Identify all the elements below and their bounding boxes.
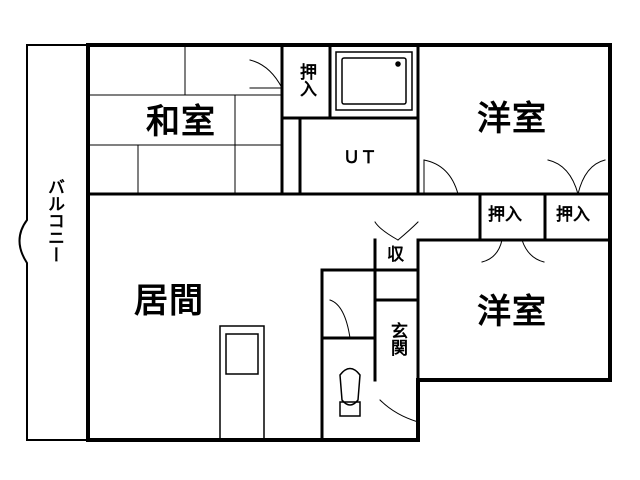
room-label-ima: 居間	[134, 281, 204, 321]
toilet	[339, 367, 361, 417]
room-label-yoshitsu-bottom: 洋室	[477, 292, 547, 332]
interior-walls	[86, 43, 612, 442]
storage-label: 収	[387, 245, 404, 265]
room-label-washitsu: 和室	[146, 102, 216, 142]
closet-label-mid-right: 押入	[556, 205, 590, 225]
tatami-lines	[87, 44, 283, 195]
bathtub	[335, 51, 413, 111]
balcony-outline	[18, 44, 89, 441]
closet-label-mid-left: 押入	[488, 205, 522, 225]
room-label-balcony: バルコニー	[44, 178, 64, 263]
closet-label-top: 押入	[296, 63, 316, 97]
entrance-label: 玄関	[387, 322, 407, 356]
kitchen-counter	[219, 325, 265, 441]
room-label-yoshitsu-top: 洋室	[477, 99, 547, 139]
room-label-ut: ＵＴ	[343, 148, 377, 168]
door-swings	[249, 59, 606, 423]
